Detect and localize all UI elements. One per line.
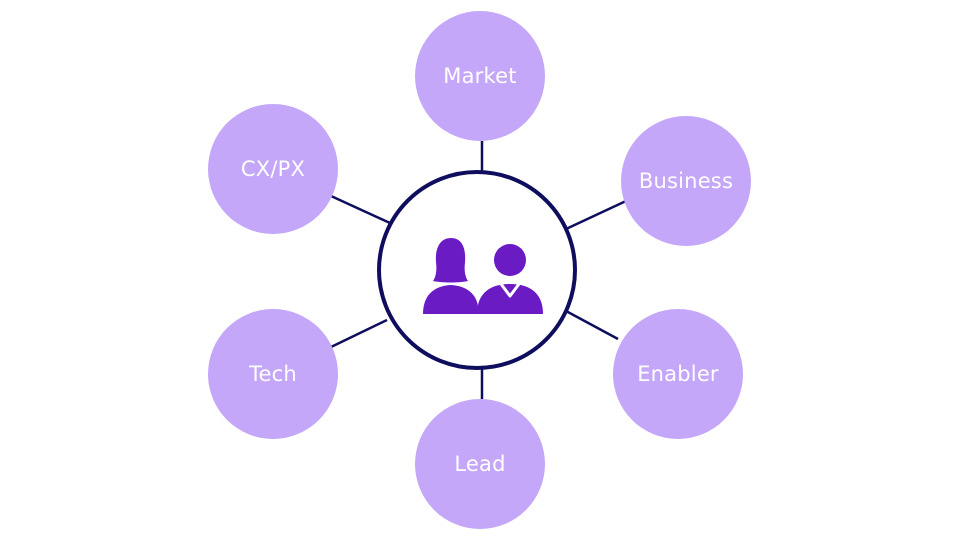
connector-business: [565, 199, 627, 231]
node-tech-label: Tech: [249, 362, 297, 386]
node-enabler-label: Enabler: [637, 362, 719, 386]
connector-cxpx: [330, 194, 391, 225]
woman-head-shape: [433, 238, 468, 283]
man-collar-shape: [499, 283, 521, 298]
node-cxpx: CX/PX: [208, 104, 338, 234]
connector-tech: [330, 318, 388, 349]
node-lead-label: Lead: [454, 452, 506, 476]
node-tech: Tech: [208, 309, 338, 439]
node-enabler: Enabler: [613, 309, 743, 439]
connector-enabler: [565, 309, 619, 341]
woman-body-shape: [423, 285, 478, 314]
node-market-label: Market: [443, 64, 517, 88]
people-icon: [423, 238, 543, 314]
node-lead: Lead: [415, 399, 545, 529]
man-head-shape: [494, 244, 526, 276]
hub-circle: [377, 170, 577, 370]
man-body-shape: [477, 284, 543, 314]
node-market: Market: [415, 11, 545, 141]
node-business-label: Business: [638, 169, 734, 193]
node-cxpx-label: CX/PX: [240, 157, 306, 181]
node-business: Business: [621, 116, 751, 246]
